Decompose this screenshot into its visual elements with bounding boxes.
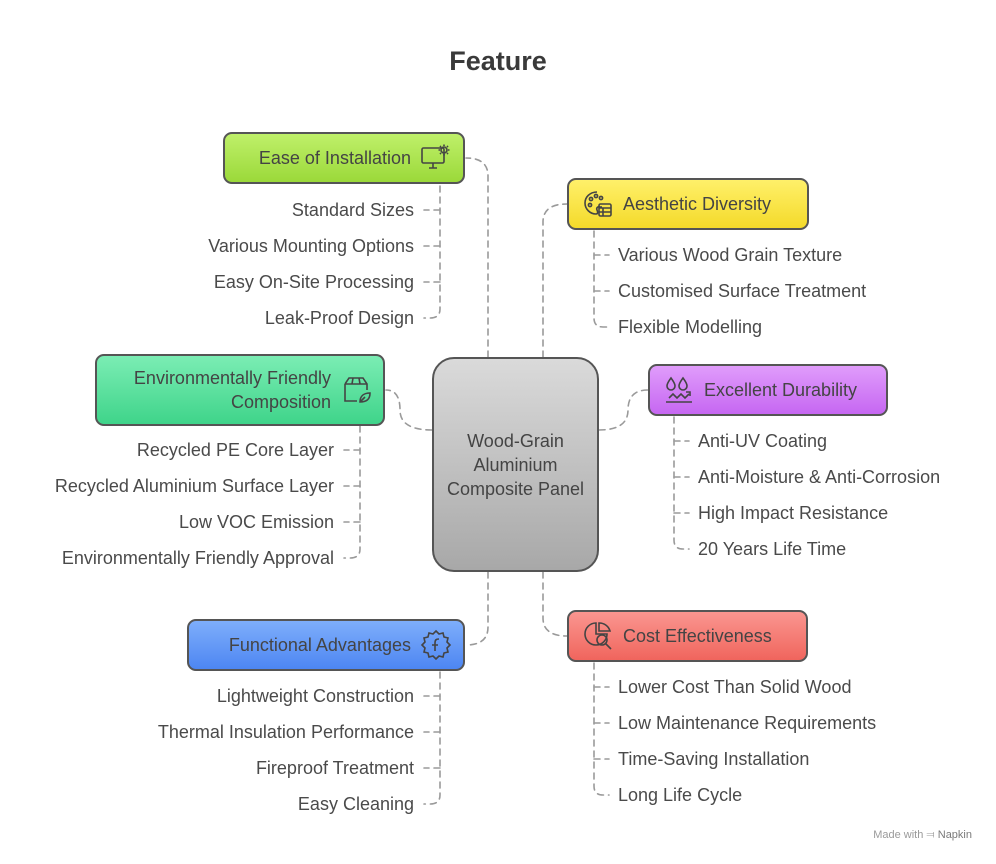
list-item: Recycled PE Core Layer [136,440,334,460]
branch-label: Excellent Durability [704,379,858,400]
list-item: Anti-Moisture & Anti-Corrosion [698,467,941,487]
list-item: Low VOC Emission [178,512,334,532]
list-item: 20 Years Life Time [698,539,847,559]
branch-environmentally-friendly-composition: Environmentally Friendly Composition [95,354,385,426]
center-node: Wood-Grain Aluminium Composite Panel [432,357,599,572]
list-item: Low Maintenance Requirements [618,713,877,733]
connector-aesthetic [542,203,568,358]
list-item: Flexible Modelling [618,317,763,337]
cost-analysis-icon [581,619,615,653]
napkin-logo-icon: ⫤ [926,829,935,841]
branch-cost-effectiveness: Cost Effectiveness [567,610,808,662]
made-with-text: Made with [873,829,924,841]
diagram-title: Feature [449,46,547,76]
connector-ease [465,157,489,358]
monitor-settings-icon [419,141,453,175]
list-item: Leak-Proof Design [264,308,414,328]
list-item: Standard Sizes [291,200,414,220]
connector-functional [465,571,489,646]
branch-label: Ease of Installation [258,147,411,168]
branch-label: Aesthetic Diversity [623,193,772,214]
branch-functional-advantages: Functional Advantages [187,619,465,671]
list-item: Environmentally Friendly Approval [61,548,334,568]
branch-label: Environmentally Friendly Composition [133,368,331,412]
list-item: Lightweight Construction [216,686,414,706]
connector-durability [598,389,649,431]
list-item: Anti-UV Coating [698,431,828,451]
list-item: Easy Cleaning [297,794,414,814]
connector-cost [542,571,568,637]
branch-label: Functional Advantages [228,634,411,655]
list-item: Various Mounting Options [208,236,414,256]
brand-name: Napkin [937,829,972,841]
eco-package-icon [339,373,373,407]
branch-aesthetic-diversity: Aesthetic Diversity [567,178,809,230]
list-item: Customised Surface Treatment [618,281,867,301]
list-item: Lower Cost Than Solid Wood [618,677,852,697]
function-badge-icon [419,628,453,662]
connector-environment [385,389,433,431]
branch-excellent-durability: Excellent Durability [648,364,888,416]
list-item: Thermal Insulation Performance [157,722,414,742]
branch-ease-of-installation: Ease of Installation [223,132,465,184]
water-resistance-icon [662,373,696,407]
palette-icon [581,187,615,221]
list-item: High Impact Resistance [698,503,889,523]
list-item: Various Wood Grain Texture [618,245,843,265]
list-item: Time-Saving Installation [618,749,810,769]
center-label: Wood-Grain Aluminium Composite Panel [446,430,585,499]
list-item: Easy On-Site Processing [213,272,414,292]
branch-label: Cost Effectiveness [623,625,772,646]
list-item: Long Life Cycle [618,785,743,805]
list-item: Recycled Aluminium Surface Layer [54,476,334,496]
made-with-badge[interactable]: Made with ⫤ Napkin [873,829,972,842]
list-item: Fireproof Treatment [255,758,414,778]
